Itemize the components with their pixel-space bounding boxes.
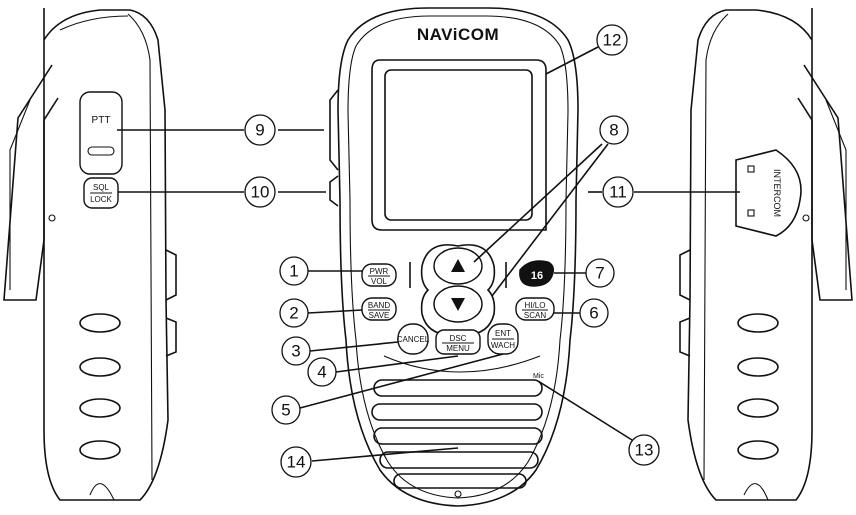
svg-text:5: 5: [281, 401, 290, 420]
svg-text:4: 4: [317, 363, 326, 382]
intercom-port[interactable]: [735, 149, 802, 237]
speaker-slot: [379, 451, 539, 469]
speaker-slot: [371, 403, 543, 421]
leader-lines: [117, 46, 740, 462]
cancel-label: CANCEL: [397, 335, 430, 344]
callout-11: 11: [602, 176, 634, 208]
svg-text:13: 13: [635, 441, 654, 460]
dsc-menu-button[interactable]: [435, 329, 481, 355]
band-label: BAND: [368, 301, 390, 310]
callout-7: 7: [585, 258, 615, 288]
callout-6: 6: [579, 298, 609, 328]
wach-label: WACH: [491, 341, 515, 350]
ptt-button[interactable]: [79, 91, 123, 175]
pwr-vol-button[interactable]: [361, 263, 397, 287]
intercom-label: INTERCOM: [772, 169, 782, 217]
callout-9: 9: [244, 114, 276, 146]
speaker-slot: [373, 427, 543, 445]
svg-text:9: 9: [255, 121, 264, 140]
svg-text:12: 12: [603, 31, 622, 50]
callout-14: 14: [280, 446, 312, 478]
cancel-button[interactable]: [397, 323, 429, 355]
callout-10: 10: [244, 176, 276, 208]
dsc-label: DSC: [450, 334, 467, 343]
save-label: SAVE: [369, 311, 390, 320]
scan-label: SCAN: [524, 311, 546, 320]
svg-text:14: 14: [287, 453, 306, 472]
callout-12: 12: [596, 24, 628, 56]
callout-5: 5: [271, 395, 301, 425]
left-side-view: PTT SQL LOCK: [3, 8, 177, 501]
callouts: 1 2 3 4 5 6 7 8 9 10 11 12 13 14: [244, 24, 660, 478]
callout-13: 13: [628, 434, 660, 466]
ch16-button[interactable]: [519, 260, 555, 287]
ptt-label: PTT: [92, 115, 111, 126]
svg-text:2: 2: [289, 304, 298, 323]
svg-text:10: 10: [251, 183, 270, 202]
svg-text:7: 7: [595, 264, 604, 283]
callout-1: 1: [279, 256, 309, 286]
svg-text:11: 11: [609, 183, 627, 202]
down-arrow-icon: [451, 298, 465, 311]
speaker-slot: [393, 473, 527, 489]
lcd-display: [384, 69, 533, 221]
belt-clip-left: [3, 64, 59, 301]
mic-label: Mic: [533, 373, 544, 380]
front-body: [337, 7, 579, 507]
band-save-button[interactable]: [361, 297, 397, 321]
brand-logo: NAViCOM: [417, 25, 499, 44]
lock-label: LOCK: [90, 195, 112, 204]
svg-text:3: 3: [291, 342, 300, 361]
ent-label: ENT: [495, 329, 511, 338]
up-arrow-icon: [451, 259, 465, 272]
right-side-view: INTERCOM: [679, 8, 853, 501]
menu-label: MENU: [446, 344, 470, 353]
left-body: [43, 8, 169, 501]
hilo-label: HI/LO: [525, 301, 546, 310]
belt-clip-right: [797, 64, 853, 301]
svg-text:6: 6: [589, 304, 598, 323]
sql-label: SQL: [93, 183, 110, 192]
front-view: NAViCOM PWR VOL BAND SAVE CANCEL DSC MEN…: [329, 7, 579, 507]
callout-8: 8: [599, 115, 629, 145]
svg-text:8: 8: [609, 121, 618, 140]
display-bezel: [371, 59, 547, 231]
pwr-label: PWR: [370, 267, 389, 276]
vol-label: VOL: [371, 277, 388, 286]
right-body: [687, 8, 813, 501]
svg-text:1: 1: [289, 262, 298, 281]
callout-4: 4: [307, 357, 337, 387]
ch16-label: 16: [531, 270, 543, 282]
callout-2: 2: [279, 298, 309, 328]
hilo-scan-button[interactable]: [515, 297, 555, 321]
callout-3: 3: [281, 336, 311, 366]
